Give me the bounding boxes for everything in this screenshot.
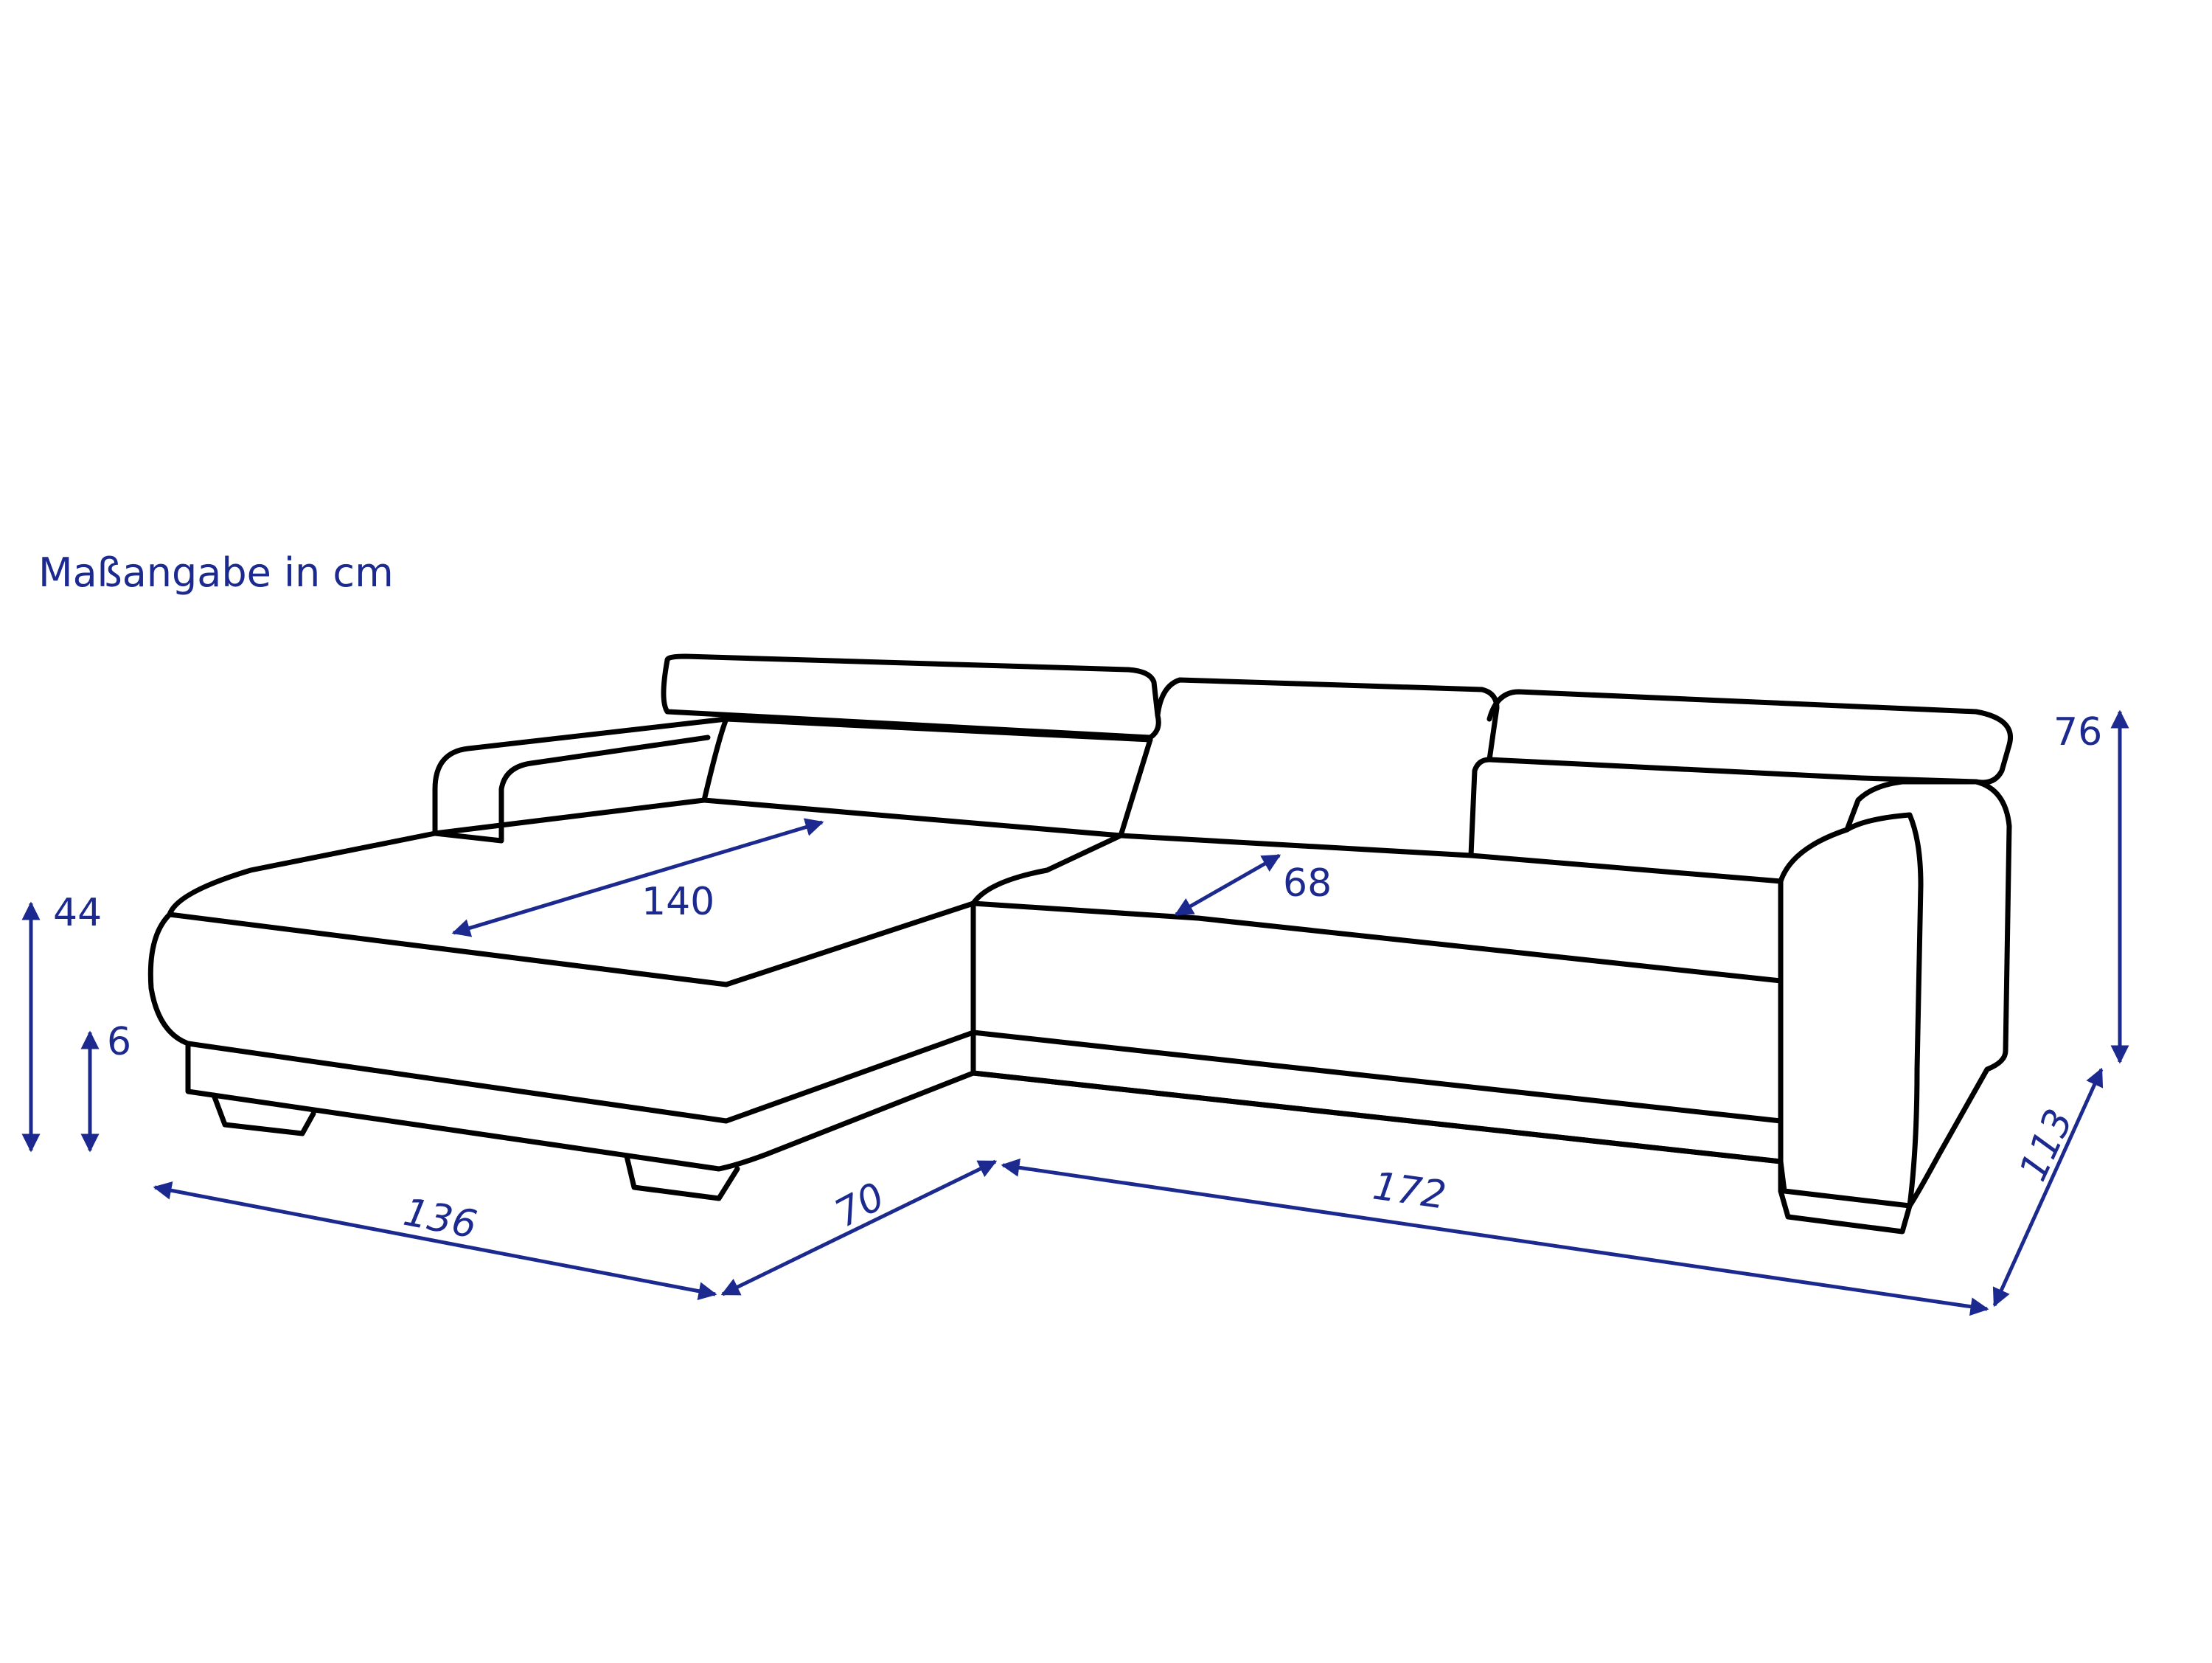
main-seat-front bbox=[970, 900, 1784, 1164]
chaise-length-label: 140 bbox=[641, 880, 714, 924]
sofa-outline bbox=[147, 653, 2013, 1235]
right-arm bbox=[1778, 779, 2012, 1209]
dimension-lines: 140 68 44 6 76 136 70 172 113 bbox=[21, 709, 2129, 1316]
back-height-label: 76 bbox=[2053, 710, 2102, 754]
seat-height-label: 44 bbox=[53, 891, 102, 935]
seat-depth-arrow bbox=[1174, 853, 1281, 917]
chaise-arm bbox=[432, 716, 729, 844]
seat-depth-label: 68 bbox=[1283, 861, 1332, 906]
headrest-bottom-line bbox=[723, 716, 1153, 743]
backrest-middle bbox=[1118, 757, 1492, 858]
main-depth-label: 113 bbox=[2011, 1103, 2081, 1187]
chaise-seat-top bbox=[167, 797, 976, 987]
chaise-seat-front bbox=[147, 912, 976, 1124]
chaise-width-arrow bbox=[153, 1181, 717, 1301]
corner-offset-arrow bbox=[720, 1159, 998, 1296]
headrest-middle bbox=[1155, 677, 1500, 763]
main-length-arrow bbox=[1001, 1158, 1989, 1316]
main-depth-arrow bbox=[1992, 1067, 2104, 1308]
unit-caption: Maßangabe in cm bbox=[38, 549, 394, 596]
foot-height-label: 6 bbox=[107, 1020, 131, 1064]
chaise-length-arrow bbox=[451, 818, 824, 937]
chaise-width-label: 136 bbox=[400, 1190, 481, 1248]
headrest-left bbox=[661, 653, 1161, 740]
main-length-label: 172 bbox=[1370, 1164, 1449, 1218]
backrest-right bbox=[1468, 853, 1784, 884]
corner-offset-label: 70 bbox=[828, 1174, 892, 1236]
headrest-right bbox=[1486, 689, 2013, 785]
chaise-foot-left bbox=[211, 1092, 316, 1136]
main-seat-top bbox=[970, 833, 1784, 984]
right-arm-inner bbox=[1844, 812, 1924, 1209]
